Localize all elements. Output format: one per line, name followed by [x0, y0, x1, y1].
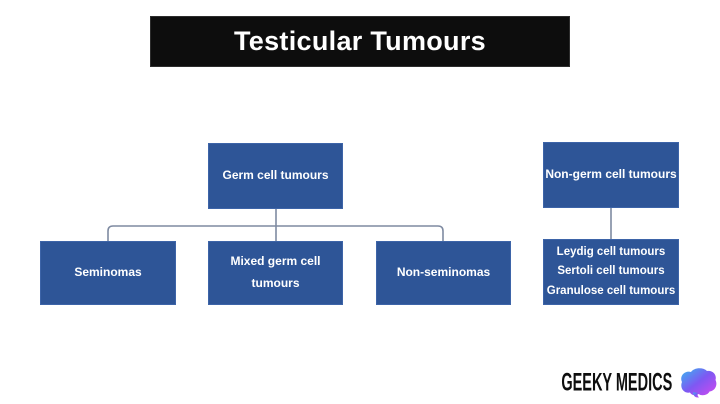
node-mixed-germ-cell-tumours: Mixed germ cell tumours: [208, 241, 343, 305]
node-germ-cell-tumours: Germ cell tumours: [208, 143, 343, 209]
node-non-seminomas: Non-seminomas: [376, 241, 511, 305]
node-label: Mixed germ cell tumours: [230, 254, 321, 290]
node-non-germ-cell-tumours: Non-germ cell tumours: [543, 142, 679, 208]
subtype-line-sertoli: Sertoli cell tumours: [557, 265, 665, 278]
diagram-title-box: Testicular Tumours: [150, 16, 570, 67]
node-seminomas: Seminomas: [40, 241, 176, 305]
geeky-medics-logo: GEEKY MEDICS: [540, 364, 720, 402]
subtype-line-leydig: Leydig cell tumours: [556, 246, 666, 259]
diagram-title: Testicular Tumours: [234, 26, 486, 56]
node-label: Non-seminomas: [396, 265, 491, 280]
subtype-line-granulose: Granulose cell tumours: [546, 284, 676, 297]
brain-icon: [681, 368, 717, 398]
node-label: Non-germ cell tumours: [545, 167, 677, 182]
node-non-germ-subtypes: Leydig cell tumours Sertoli cell tumours…: [543, 239, 679, 305]
germ-branch-bracket: [107, 225, 444, 241]
node-label: Seminomas: [74, 265, 142, 280]
logo-text: GEEKY MEDICS: [561, 368, 672, 397]
node-label: Germ cell tumours: [222, 168, 329, 183]
